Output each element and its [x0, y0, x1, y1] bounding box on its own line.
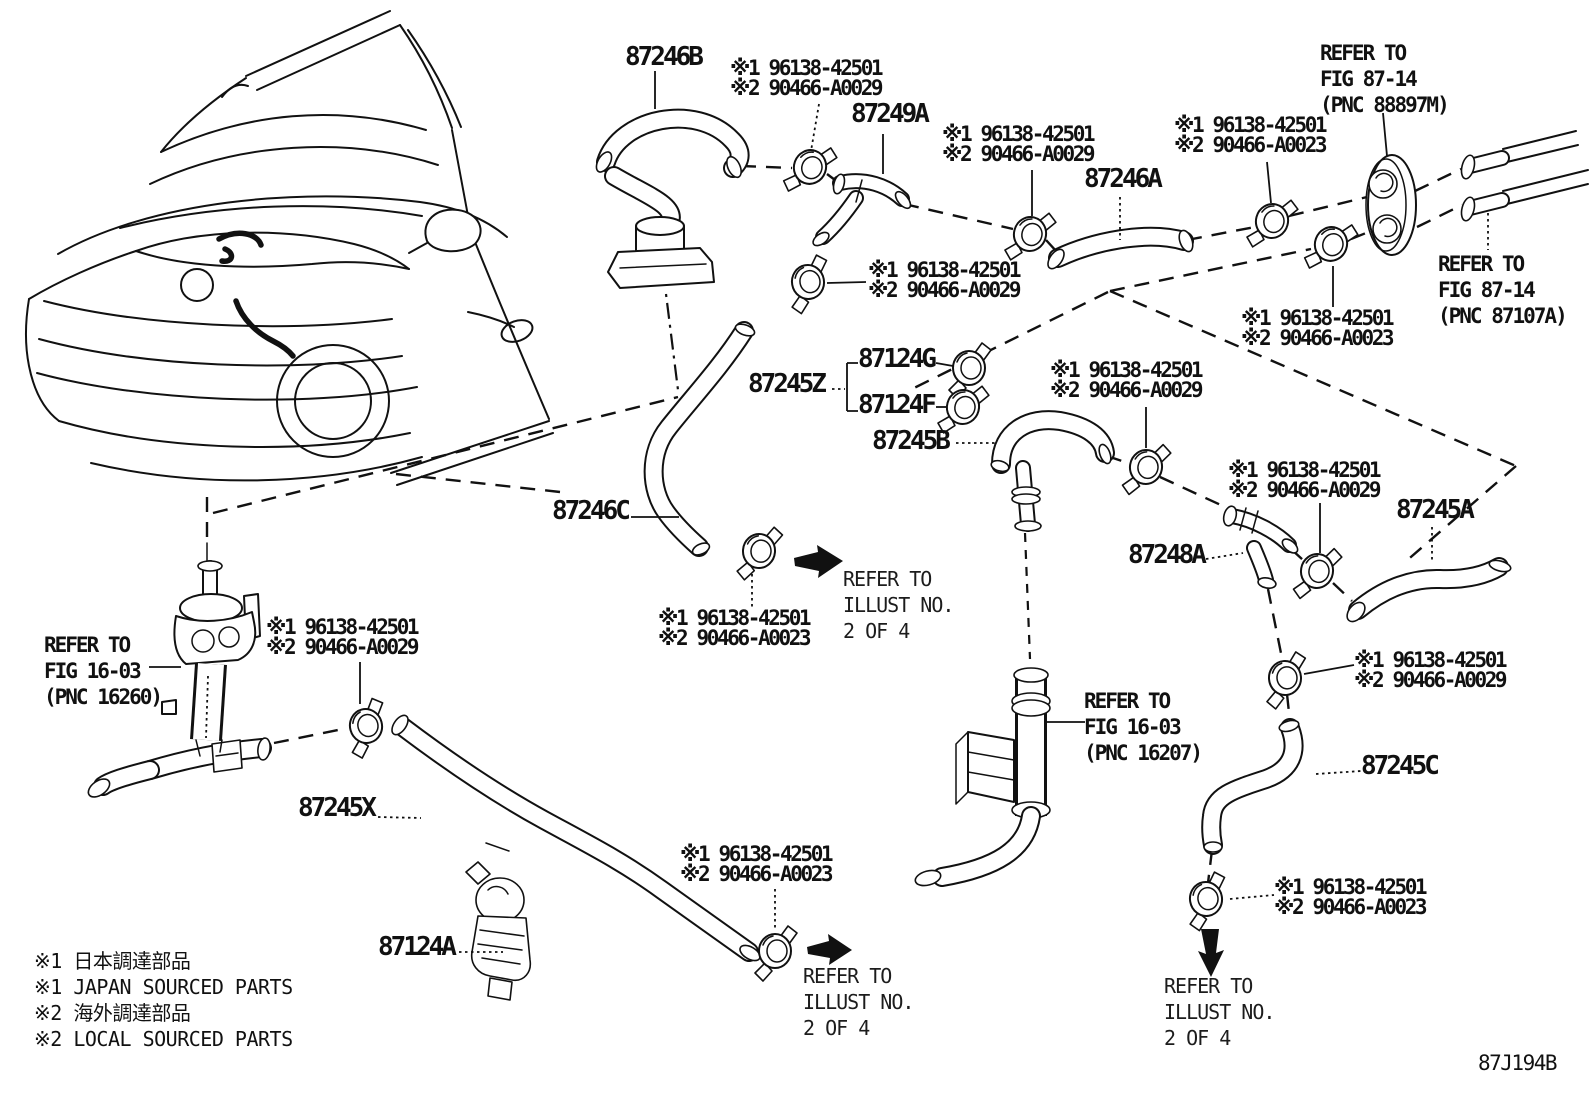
legend: ※1 日本調達部品 ※1 JAPAN SOURCED PARTS ※2 海外調達…	[34, 949, 293, 1051]
clamp	[782, 252, 836, 317]
water-valve-16260	[87, 542, 272, 798]
hose-87245a	[1346, 557, 1512, 623]
ref-illust-2: REFER TO ILLUST NO. 2 OF 4	[1164, 974, 1275, 1050]
fog-lamp-icon	[500, 319, 534, 343]
clamp	[735, 523, 785, 584]
clamp	[1243, 190, 1301, 257]
part-87249a: 87249A	[851, 99, 930, 129]
part-87245b: 87245B	[872, 426, 951, 456]
ref-illust-3: REFER TO ILLUST NO. 2 OF 4	[803, 964, 914, 1040]
clamp	[779, 135, 841, 204]
part-87245x: 87245X	[298, 793, 377, 823]
part-87246a: 87246A	[1084, 164, 1163, 194]
part-87124a: 87124A	[378, 932, 457, 962]
note-clamp-5: ※1 96138-42501 ※2 90466-A0029	[868, 258, 1022, 302]
ref-fig-87-14-88897m: REFER TO FIG 87-14 (PNC 88897M)	[1320, 41, 1450, 117]
note-clamp-10: ※1 96138-42501 ※2 90466-A0029	[1354, 648, 1508, 692]
connector-87248a	[1222, 505, 1299, 589]
note-clamp-7: ※1 96138-42501 ※2 90466-A0023	[658, 606, 812, 650]
part-87245a: 87245A	[1396, 495, 1475, 525]
clamp	[1261, 650, 1311, 711]
part-87245z: 87245Z	[748, 369, 827, 399]
note-clamp-4: ※1 96138-42501 ※2 90466-A0023	[1241, 306, 1395, 350]
connector-87249a	[812, 173, 912, 247]
arrow-right-icon	[807, 934, 852, 965]
note-clamp-1: ※1 96138-42501 ※2 90466-A0029	[730, 56, 884, 100]
clamp	[1291, 541, 1345, 606]
arrow-right-icon	[794, 545, 843, 578]
note-clamp-12: ※1 96138-42501 ※2 90466-A0023	[680, 842, 834, 886]
arrow-down-icon	[1198, 929, 1224, 977]
note-clamp-2: ※1 96138-42501 ※2 90466-A0029	[942, 122, 1096, 166]
note-clamp-6: ※1 96138-42501 ※2 90466-A0029	[1050, 358, 1204, 402]
note-clamp-3: ※1 96138-42501 ※2 90466-A0023	[1174, 113, 1328, 157]
ref-fig-87-14-87107a: REFER TO FIG 87-14 (PNC 87107A)	[1438, 252, 1568, 328]
front-wheel	[276, 344, 390, 458]
vehicle-illustration	[25, 10, 554, 486]
highlighted-hose-location	[216, 230, 264, 248]
ref-fig-16-03-16207: REFER TO FIG 16-03 (PNC 16207)	[1084, 689, 1203, 765]
leader-lines	[149, 71, 1489, 953]
ref-illust-1: REFER TO ILLUST NO. 2 OF 4	[843, 567, 954, 643]
hose-87246b	[595, 108, 750, 289]
clamp	[1300, 212, 1362, 281]
drawing-code: 87J194B	[1478, 1051, 1558, 1075]
part-87124g: 87124G	[858, 344, 937, 374]
elbow-connector-87246b	[607, 216, 715, 289]
clip-87124a	[465, 861, 532, 1001]
hose-87245c	[1201, 718, 1304, 855]
part-87246c: 87246C	[552, 496, 631, 526]
note-clamp-8: ※1 96138-42501 ※2 90466-A0029	[266, 615, 420, 659]
side-mirror	[424, 208, 482, 253]
hose-87245b	[990, 410, 1115, 532]
hose-87246c	[643, 321, 756, 557]
emblem-icon	[180, 268, 214, 302]
clamp	[754, 925, 798, 982]
part-87124f: 87124F	[858, 390, 937, 420]
clamp	[339, 695, 397, 762]
ref-fig-16-03-16260: REFER TO FIG 16-03 (PNC 16260)	[44, 633, 163, 709]
pipe-bracket	[967, 731, 1015, 803]
clamp	[1120, 437, 1174, 502]
dashed-routing-lines	[205, 164, 1517, 884]
grommet-88897m	[1365, 154, 1417, 256]
arrows	[794, 545, 1224, 977]
part-87246b: 87246B	[625, 42, 704, 72]
part-87245c: 87245C	[1361, 751, 1440, 781]
hose-87245x	[391, 714, 761, 962]
note-clamp-9: ※1 96138-42501 ※2 90466-A0029	[1228, 458, 1382, 502]
heater-pipes-87107a	[1460, 130, 1589, 222]
note-clamp-11: ※1 96138-42501 ※2 90466-A0023	[1274, 875, 1428, 919]
part-87248a: 87248A	[1128, 540, 1207, 570]
water-pipe-16207	[914, 667, 1051, 887]
